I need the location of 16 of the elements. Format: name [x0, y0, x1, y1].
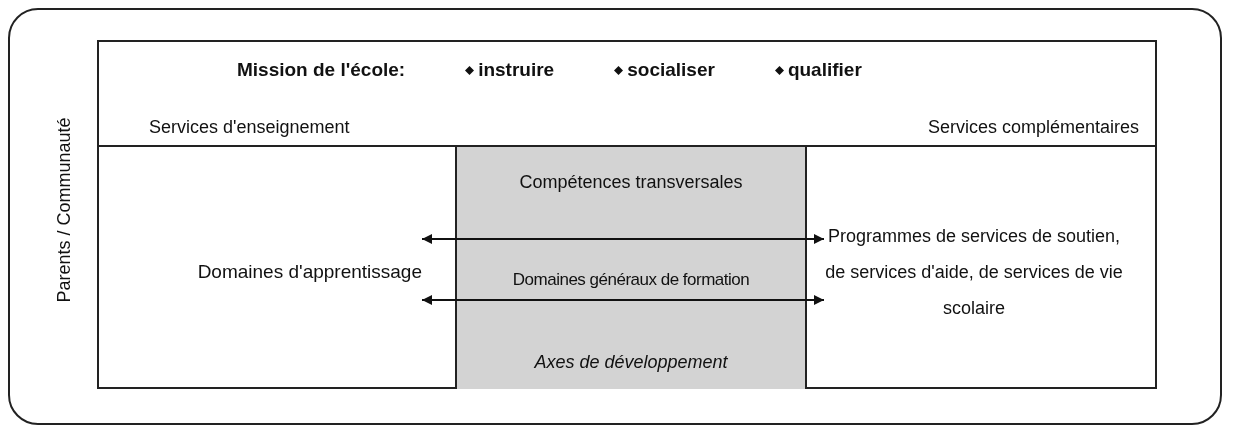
edge-label: Compétences transversales: [519, 172, 743, 192]
side-label: Parents / Communauté: [53, 117, 74, 303]
outer-rounded-frame: [8, 8, 1222, 425]
column-heading: Services d'enseignement: [149, 117, 350, 137]
band-note: Axes de développement: [534, 352, 728, 372]
domain-label: Domaines d'apprentissage: [197, 259, 422, 284]
mission-item: socialiser: [627, 58, 715, 82]
mission-item: qualifier: [787, 58, 862, 82]
column-heading: Services complémentaires: [927, 117, 1139, 137]
double-arrow: [421, 295, 825, 305]
edge-label: Domaines généraux de formation: [512, 270, 750, 289]
mission-heading: Mission de l'école:: [237, 58, 406, 82]
double-arrow: [421, 234, 825, 244]
services-description: Programmes de services de soutien, de services d'aide, de services de vie scolaire: [824, 225, 1124, 320]
mission-item: instruire: [478, 58, 555, 82]
mission-panel: [97, 40, 1157, 389]
